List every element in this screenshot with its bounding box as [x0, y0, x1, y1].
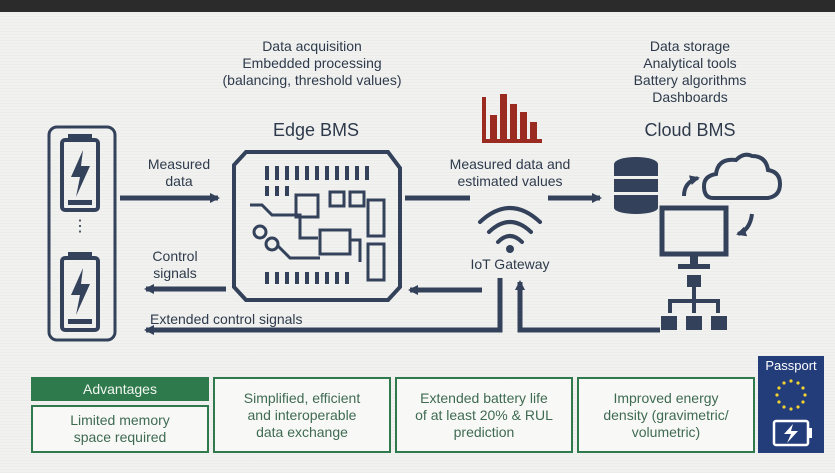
cloud-desc-line-2: Analytical tools	[643, 55, 737, 71]
extended-life-line-1: Extended battery life	[420, 389, 548, 406]
simplified-line-3: data exchange	[256, 423, 348, 440]
cloud-bms-title: Cloud BMS	[644, 120, 736, 140]
cloud-desc-line-3: Battery algorithms	[633, 72, 747, 88]
monitor-icon	[659, 205, 729, 269]
battery-ellipsis: ⋮	[72, 218, 88, 235]
extended-life-line-2: of at least 20% & RUL	[415, 406, 553, 423]
top-bar	[0, 0, 835, 12]
network-icon	[661, 275, 727, 330]
iot-gateway-label: IoT Gateway	[470, 256, 550, 272]
estimated-values-label-2: estimated values	[457, 173, 563, 189]
cloud-desc-line-1: Data storage	[649, 38, 731, 54]
measured-data-label-2: data	[165, 173, 193, 189]
wifi-icon	[478, 206, 542, 244]
battery-icon-bottom	[60, 252, 100, 332]
limited-memory-line-2: space required	[73, 429, 167, 445]
extended-control-label: Extended control signals	[150, 311, 303, 327]
cloud-icon	[701, 152, 783, 200]
edge-bms-board-icon	[232, 150, 402, 302]
limited-memory-line-1: Limited memory	[70, 412, 170, 428]
edge-desc-line-1: Data acquisition	[262, 38, 362, 54]
measured-data-label-1: Measured	[147, 156, 211, 172]
wifi-dot	[506, 245, 514, 253]
simplified-exchange-box: Simplified, efficient and interoperable …	[213, 377, 391, 453]
control-signals-label-1: Control	[152, 248, 198, 264]
passport-label: Passport	[765, 358, 817, 373]
energy-density-box: Improved energy density (gravimetric/ vo…	[577, 377, 755, 453]
simplified-line-2: and interoperable	[247, 406, 357, 423]
edge-desc-line-2: Embedded processing	[242, 55, 382, 71]
cloud-to-gateway-arrow	[515, 280, 660, 333]
extended-life-line-3: prediction	[453, 423, 515, 440]
energy-density-line-3: volumetric)	[631, 423, 701, 440]
energy-density-line-1: Improved energy	[613, 389, 719, 406]
bar-chart-icon	[482, 94, 542, 143]
database-icon	[614, 157, 658, 214]
advantages-header: Advantages	[31, 377, 209, 401]
limited-memory-box: Limited memory space required	[31, 405, 209, 453]
edge-desc-line-3: (balancing, threshold values)	[222, 72, 402, 88]
extended-control-arrow	[144, 278, 503, 335]
cloud-desc-line-4: Dashboards	[652, 89, 728, 105]
sync-arrow-right	[736, 213, 754, 237]
control-signals-label-2: signals	[153, 265, 197, 281]
simplified-line-1: Simplified, efficient	[243, 389, 361, 406]
edge-bms-title: Edge BMS	[272, 120, 360, 140]
passport-battery-icon	[772, 419, 812, 447]
energy-density-line-2: density (gravimetric/	[603, 406, 729, 423]
sync-arrow-left	[682, 175, 700, 197]
battery-icon-top	[60, 134, 100, 212]
advantages-label: Advantages	[83, 380, 157, 397]
battery-pack-frame	[47, 125, 117, 342]
extended-life-box: Extended battery life of at least 20% & …	[395, 377, 573, 453]
estimated-values-label-1: Measured data and	[449, 156, 571, 172]
eu-stars-icon	[775, 379, 807, 411]
